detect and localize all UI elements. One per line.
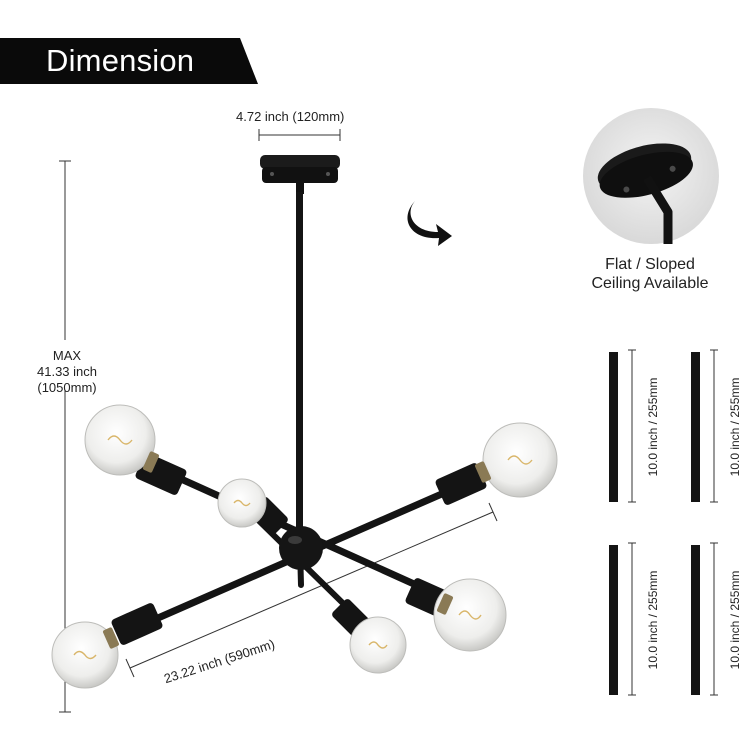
ceiling-note: Flat / Sloped Ceiling Available — [570, 255, 730, 293]
extension-rod-4 — [691, 545, 700, 695]
socket-rings — [103, 451, 491, 649]
canopy-width-bracket — [258, 129, 341, 141]
max-height-line3: (1050mm) — [37, 380, 97, 395]
bulb-filaments — [73, 435, 533, 660]
curved-arrow-icon — [407, 200, 452, 246]
canopy-width-label: 4.72 inch (120mm) — [236, 109, 345, 124]
ceiling-note-line1: Flat / Sloped — [605, 256, 695, 273]
span-dimension-line — [125, 502, 498, 678]
extension-rod-3 — [609, 545, 618, 695]
socket-upper-right — [435, 463, 487, 505]
banner-shape — [0, 38, 258, 84]
extension-rods — [609, 352, 700, 695]
rod-label-3: 10.0 inch / 255mm — [646, 570, 660, 670]
rod-label-1: 10.0 inch / 255mm — [646, 377, 660, 477]
extension-rod-1 — [609, 352, 618, 502]
max-height-line2: 41.33 inch — [37, 364, 97, 379]
banner-title: Dimension — [46, 43, 195, 78]
rod-dimension-lines — [628, 349, 718, 696]
rod-label-2: 10.0 inch / 255mm — [728, 377, 742, 477]
ceiling-note-line2: Ceiling Available — [591, 275, 709, 292]
max-height-line1: MAX — [52, 348, 82, 363]
rod-label-4: 10.0 inch / 255mm — [728, 570, 742, 670]
down-rod — [296, 192, 303, 537]
max-height-label: MAX 41.33 inch (1050mm) — [22, 348, 112, 396]
hub-highlight — [288, 536, 302, 544]
socket-lower-left — [111, 603, 163, 645]
extension-rod-2 — [691, 352, 700, 502]
ceiling-detail — [583, 108, 719, 244]
canopy — [260, 155, 340, 194]
dimension-banner: Dimension — [0, 38, 258, 84]
center-hub — [279, 526, 323, 570]
